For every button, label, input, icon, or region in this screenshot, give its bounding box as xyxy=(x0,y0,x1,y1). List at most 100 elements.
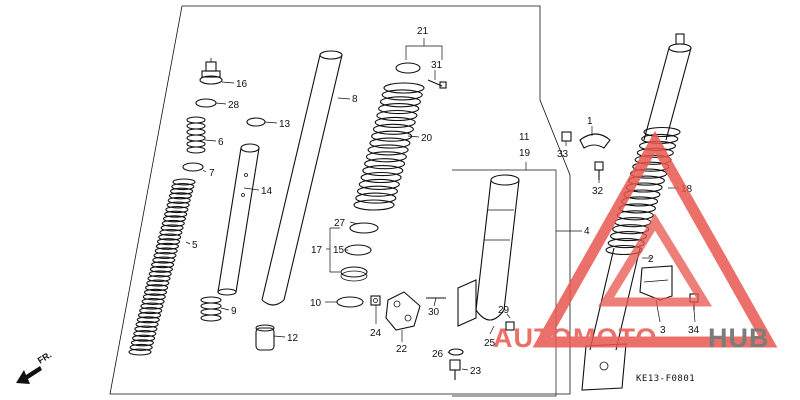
part-fork-cap-bolt xyxy=(199,58,223,85)
boot-fold xyxy=(374,116,416,128)
watermark-text-brand: AUTOMOTO xyxy=(493,323,658,353)
boot-fold xyxy=(383,82,425,94)
spring-coil xyxy=(153,251,177,260)
spring-coil xyxy=(166,201,190,209)
part-fork-boot xyxy=(353,82,425,211)
boot-fold xyxy=(364,158,406,170)
spring-coil xyxy=(143,288,168,296)
boot-fold xyxy=(381,89,423,101)
spring-coil xyxy=(140,302,164,310)
part-o-ring xyxy=(195,98,217,108)
spring-coil xyxy=(165,206,189,214)
callout-28: 28 xyxy=(228,100,240,111)
spring-coil xyxy=(136,316,160,324)
callout-27: 27 xyxy=(334,218,346,229)
spring-coil xyxy=(164,210,188,218)
callout-8: 8 xyxy=(352,94,358,105)
part-sealing-washer xyxy=(448,348,464,356)
callout-14: 14 xyxy=(261,186,273,197)
part-rebound-spring xyxy=(200,296,222,322)
callout-9: 9 xyxy=(231,306,237,317)
boot-fold xyxy=(372,123,414,135)
callout-19: 19 xyxy=(519,148,531,159)
boot-fold xyxy=(356,185,399,197)
callout-26: 26 xyxy=(432,349,444,360)
front-label: FR. xyxy=(36,350,54,366)
callout-4: 4 xyxy=(584,226,590,237)
callout-12: 12 xyxy=(287,333,299,344)
boot-fold xyxy=(362,165,404,177)
callout-2: 2 xyxy=(648,254,654,265)
drawing-code: KE13-F0801 xyxy=(636,374,695,384)
spring-coil xyxy=(172,178,196,186)
boot-fold xyxy=(378,103,420,115)
part-small-nut xyxy=(370,295,381,306)
callout-15: 15 xyxy=(333,245,345,256)
spring-coil xyxy=(141,297,165,306)
callout-labels: 1 2 3 4 5 6 7 8 9 10 11 12 13 14 15 16 1… xyxy=(192,26,700,377)
spring-coil xyxy=(162,215,187,223)
spring-coil xyxy=(148,270,172,278)
callout-34: 34 xyxy=(688,325,700,336)
spring-coil xyxy=(155,242,179,250)
callout-5: 5 xyxy=(192,240,198,251)
boot-fold xyxy=(360,171,402,184)
spring-coil xyxy=(135,320,159,328)
spring-coil xyxy=(159,228,183,237)
spring-coil xyxy=(167,196,191,204)
part-fork-piston xyxy=(217,143,260,296)
callout-33: 33 xyxy=(557,149,569,160)
callout-10: 10 xyxy=(310,298,322,309)
watermark-text-suffix: HUB xyxy=(708,323,770,353)
front-arrow-icon xyxy=(16,366,42,384)
callout-20: 20 xyxy=(421,133,433,144)
spring-coil xyxy=(134,325,158,333)
part-stop-ring xyxy=(344,244,372,256)
spring-coil xyxy=(130,339,154,347)
spring-coil xyxy=(137,311,162,319)
boot-fold xyxy=(379,96,422,108)
part-axle-holder xyxy=(385,291,421,331)
part-socket-bolt xyxy=(449,359,461,380)
part-drain-bolt xyxy=(505,321,515,331)
spring-coil xyxy=(170,187,194,195)
spring-coil xyxy=(128,348,152,356)
spring-coil xyxy=(168,192,192,200)
spring-coil xyxy=(151,261,175,269)
part-spring-seat xyxy=(182,162,204,172)
part-reflector-bracket xyxy=(639,265,673,301)
spring-coil xyxy=(147,274,171,283)
boot-fold xyxy=(358,178,400,190)
front-direction-indicator: FR. xyxy=(16,350,53,384)
callout-25: 25 xyxy=(484,338,496,349)
boot-fold xyxy=(365,151,407,163)
spring-coil xyxy=(156,238,181,246)
boot-fold xyxy=(355,192,397,204)
callout-13: 13 xyxy=(279,119,291,130)
callout-23: 23 xyxy=(470,366,482,377)
spring-coil xyxy=(146,279,170,287)
callout-3: 3 xyxy=(660,325,666,336)
warning-triangle-icon xyxy=(532,130,778,348)
part-fork-slider xyxy=(457,174,520,327)
part-fork-pipe xyxy=(261,50,343,306)
spring-coil xyxy=(160,224,184,232)
spring-coil xyxy=(154,247,178,255)
spring-coil xyxy=(132,334,156,342)
boot-fold xyxy=(369,137,411,149)
callout-11: 11 xyxy=(519,132,530,143)
callout-32: 32 xyxy=(592,186,604,197)
part-oil-seal xyxy=(340,266,368,282)
callout-17: 17 xyxy=(311,245,323,256)
boot-fold xyxy=(376,109,418,122)
spring-coil xyxy=(152,256,176,264)
spring-coil xyxy=(129,343,153,351)
callout-24: 24 xyxy=(370,328,382,339)
callout-31: 31 xyxy=(431,60,443,71)
boot-fold xyxy=(643,126,681,138)
callout-22: 22 xyxy=(396,344,408,355)
part-oil-lock-piece xyxy=(255,324,275,351)
part-back-up-ring xyxy=(336,296,364,308)
